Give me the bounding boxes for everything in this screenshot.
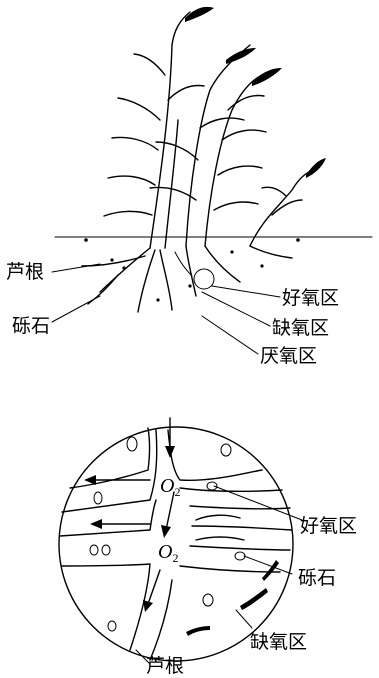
reed-leaf	[112, 138, 158, 151]
root-line	[138, 250, 155, 312]
channel-wall	[168, 430, 262, 480]
gravel-dot	[188, 284, 191, 287]
root-line	[100, 248, 150, 292]
top-label-aerobic-zone: 好氧区	[282, 287, 339, 309]
gravel-dot	[296, 238, 300, 242]
oxygen-label-lower: O2	[158, 541, 178, 565]
reed-leaf	[214, 202, 258, 210]
gravel-oval	[203, 594, 213, 606]
top-label-gravel: 砾石	[12, 315, 50, 337]
reed-seed-head	[306, 158, 326, 178]
reed-roots	[82, 238, 300, 312]
reed-seed-head	[252, 68, 282, 86]
root-line	[205, 246, 240, 282]
channel-wall	[180, 566, 280, 572]
bottom-label-aerobic-zone: 好氧区	[300, 515, 357, 537]
top-label-reed-root: 芦根	[6, 261, 44, 283]
gravel-dot	[230, 250, 233, 253]
root-cross-section	[59, 418, 293, 661]
oxygen-label-upper: O2	[160, 475, 180, 499]
bottom-label-anoxic-zone: 缺氧区	[250, 631, 307, 653]
top-label-anoxic-zone: 缺氧区	[272, 317, 329, 339]
gravel-dot	[156, 298, 159, 301]
channel-wall	[190, 546, 290, 550]
reed-stem	[205, 75, 262, 246]
reed-leaf	[200, 118, 244, 128]
channel-wall	[150, 580, 172, 660]
gravel-oval	[207, 482, 217, 490]
channel-wall	[70, 428, 150, 488]
reed-seed-head	[226, 48, 256, 64]
gravel-dot	[110, 258, 113, 261]
reed-plants	[55, 7, 372, 248]
bottom-label-reed-root: 芦根	[146, 655, 184, 677]
channel-wall	[190, 506, 290, 509]
gravel-oval	[102, 545, 110, 555]
reed-stem	[165, 120, 178, 248]
cross-section-circle	[59, 427, 293, 661]
root-line	[160, 250, 172, 310]
reed-stem	[250, 168, 318, 246]
root-line	[250, 246, 292, 258]
channel-wall	[192, 526, 292, 530]
reed-leaf	[104, 211, 152, 216]
reed-stem	[186, 45, 250, 246]
reed-seed-head	[185, 7, 214, 22]
gravel-dot	[260, 264, 263, 267]
root-fragment	[240, 588, 268, 610]
reed-leaf	[218, 166, 262, 175]
root-fragment	[186, 626, 210, 636]
reed-leaf	[168, 86, 204, 100]
reed-leaf	[134, 54, 165, 75]
gravel-dot	[122, 266, 125, 269]
root-line	[82, 256, 145, 266]
gravel-oval	[221, 444, 231, 456]
reed-leaf	[262, 187, 286, 196]
channel-wall	[180, 488, 282, 491]
oxygen-flow-arrows	[84, 418, 175, 612]
channel-wall	[62, 430, 157, 512]
root-fragment	[262, 560, 279, 581]
reed-leaf	[108, 176, 155, 185]
reed-leaf	[222, 130, 266, 140]
bottom-label-gravel: 砾石	[298, 567, 336, 589]
top-label-anaerobic-zone: 厌氧区	[260, 345, 317, 367]
gravel-dot	[84, 238, 88, 242]
gravel-oval	[90, 545, 98, 555]
root-oxygen-zone	[194, 269, 214, 289]
gravel-oval	[127, 437, 137, 451]
gravel-oval	[108, 621, 116, 631]
reed-stem	[150, 12, 190, 248]
reed-leaf	[118, 98, 160, 120]
gravel-oval	[94, 492, 102, 504]
